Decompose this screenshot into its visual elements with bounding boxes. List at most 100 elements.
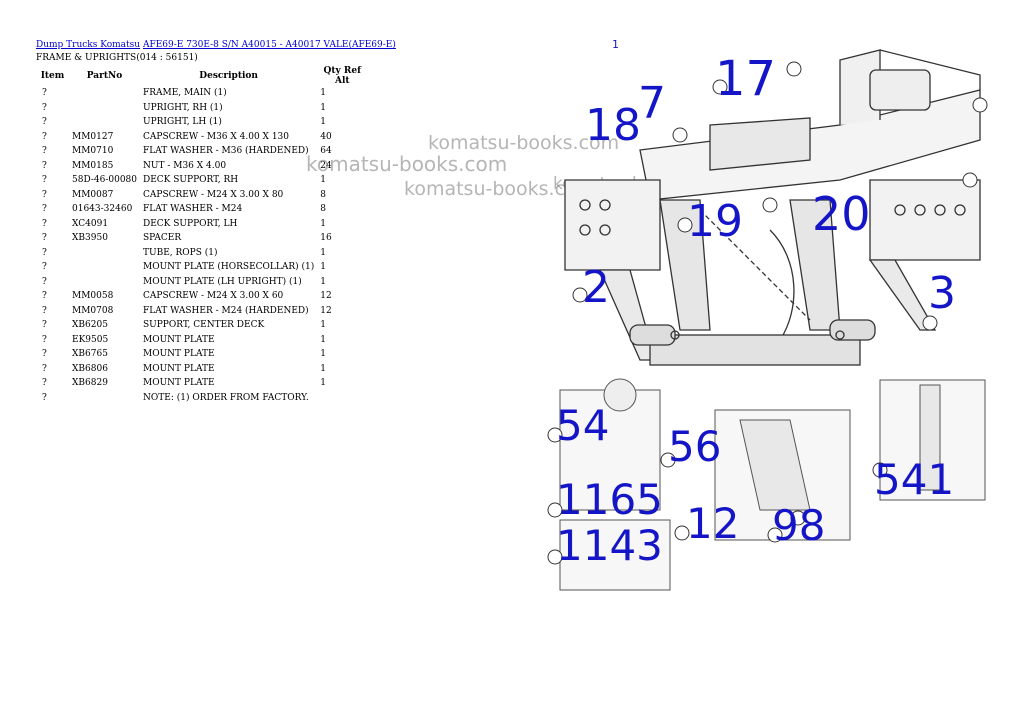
cell-partno: XB6829 [72,378,108,389]
cell-qty: 8 [320,189,326,200]
cell-item: ? [42,392,47,403]
cell-item: ? [42,305,47,316]
detail-leader-circles [547,427,888,565]
cell-description: NUT - M36 X 4.00 [143,160,227,171]
cell-description: CAPSCREW - M24 X 3.00 X 80 [143,189,284,200]
callout-54: 54 [556,401,609,450]
detail-views [559,378,986,591]
breadcrumb-link-category[interactable]: Dump Trucks Komatsu [36,40,141,50]
cell-qty: 1 [320,334,326,345]
table-row: ? NOTE: (1) ORDER FROM FACTORY. [36,391,367,406]
callout-12: 12 [686,499,739,548]
callout-18: 18 [585,100,641,151]
cell-qty: 12 [320,291,332,302]
cell-qty: 24 [320,160,332,171]
cell-description: FLAT WASHER - M24 (HARDENED) [143,305,309,316]
cell-item: ? [42,146,47,157]
cell-partno [69,260,140,275]
cell-description: CAPSCREW - M36 X 4.00 X 130 [143,131,289,142]
callout-541: 541 [874,455,954,504]
callout-2: 2 [582,262,610,313]
cell-partno: XC4091 [72,218,109,229]
cell-partno: XB6765 [72,349,108,360]
cell-item: ? [42,175,47,186]
leader-circles [572,61,988,331]
callout-3: 3 [928,268,956,319]
cell-qty: 1 [320,349,326,360]
cell-partno [69,275,140,290]
breadcrumb: Dump Trucks Komatsu AFE69-E 730E-8 S/N A… [36,40,396,50]
cell-qty: 1 [320,88,326,99]
cell-qty: 1 [320,117,326,128]
watermark: komatsu-books.com [404,178,596,200]
cell-description: MOUNT PLATE [143,378,215,389]
cell-qty: 40 [320,131,332,142]
cell-qty: 8 [320,204,326,215]
cell-item: ? [42,320,47,331]
cell-partno: MM0087 [72,189,114,200]
cell-item: ? [42,204,47,215]
cell-partno: XB3950 [72,233,108,244]
callout-20: 20 [812,187,871,241]
cell-partno [69,115,140,130]
cell-qty [317,391,367,406]
table-row: ?TUBE, ROPS (1)1 [36,246,367,261]
cell-qty: 1 [320,378,326,389]
callout-7: 7 [638,78,666,129]
table-row: ? XC4091 DECK SUPPORT, LH 1 [36,217,367,232]
parts-table-header: Item PartNo Description Qty Ref Alt [36,66,367,86]
section-title: FRAME & UPRIGHTS(014 : 56151) [36,53,198,63]
callout-98: 98 [772,501,825,550]
table-row: ?MOUNT PLATE (LH UPRIGHT) (1)1 [36,275,367,290]
cell-partno: 58D-46-00080 [72,175,137,186]
col-header-qty-ref-alt: Qty Ref Alt [323,66,361,86]
cell-item: ? [42,349,47,360]
cell-qty: 1 [320,247,326,258]
table-row: ?UPRIGHT, RH (1)1 [36,101,367,116]
breadcrumb-link-model[interactable]: AFE69-E 730E-8 S/N A40015 - A40017 VALE(… [142,40,396,50]
parts-diagram: 1 [547,38,988,591]
cell-description: NOTE: (1) ORDER FROM FACTORY. [143,392,309,403]
cell-description: SUPPORT, CENTER DECK [143,320,265,331]
cell-item: ? [42,276,47,287]
cell-partno: XB6205 [72,320,108,331]
cell-item: ? [42,218,47,229]
cell-description: MOUNT PLATE (HORSECOLLAR) (1) [143,262,315,273]
watermark: komatsu-books.com [306,152,508,176]
cell-description: FLAT WASHER - M24 [143,204,243,215]
parts-table: Item PartNo Description Qty Ref Alt ? FRA… [36,66,367,405]
cell-partno: EK9505 [72,334,109,345]
watermark: komatsu-books.com [428,132,620,154]
table-row: ? XB6205 SUPPORT, CENTER DECK 1 [36,318,367,333]
cell-qty: 1 [320,218,326,229]
col-header-description: Description [199,71,258,81]
diagram-page-mark: 1 [612,38,619,51]
cell-description: MOUNT PLATE [143,363,215,374]
cell-partno: MM0710 [72,146,114,157]
callout-1165: 1165 [556,475,663,524]
cell-description: FRAME, MAIN (1) [143,88,227,99]
cell-description: DECK SUPPORT, LH [143,218,238,229]
cell-partno [69,246,140,261]
cell-item: ? [42,262,47,273]
cell-qty: 12 [320,305,332,316]
cell-item: ? [42,160,47,171]
cell-description: CAPSCREW - M24 X 3.00 X 60 [143,291,284,302]
cell-item: ? [42,131,47,142]
cell-description: UPRIGHT, LH (1) [143,117,222,128]
cell-description: DECK SUPPORT, RH [143,175,239,186]
cell-qty: 1 [320,262,326,273]
cell-item: ? [42,247,47,258]
cell-qty: 1 [320,320,326,331]
cell-partno: MM0058 [72,291,114,302]
